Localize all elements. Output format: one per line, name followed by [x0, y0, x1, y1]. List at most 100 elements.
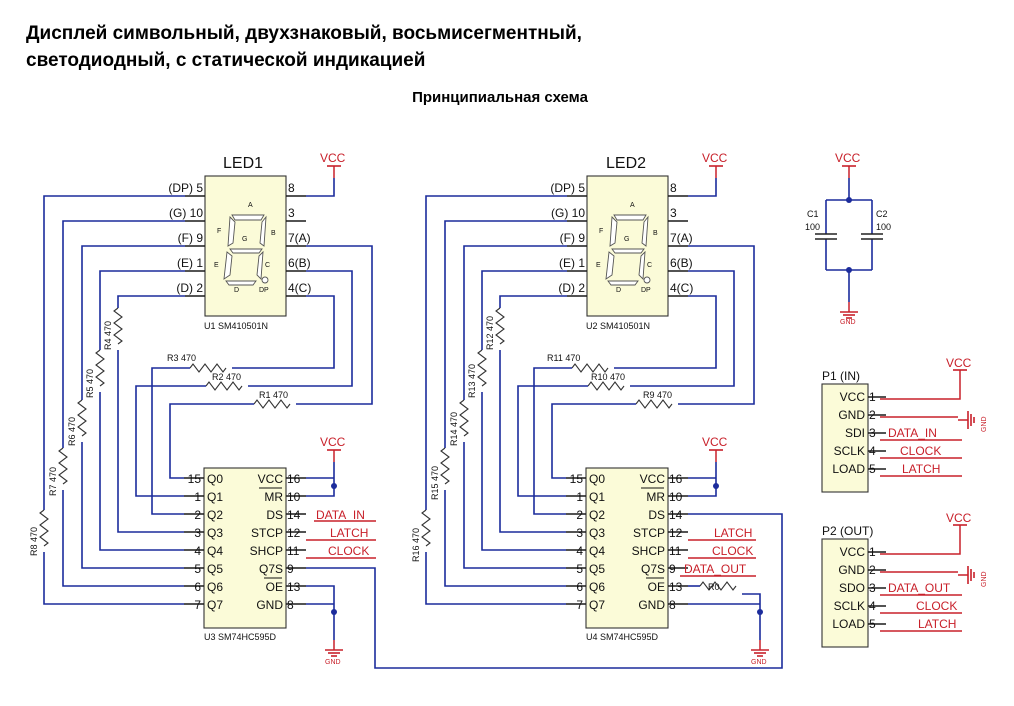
u3-left-pin-numbers: 15 1 2 3 4 5 6 7 — [188, 472, 202, 612]
seven-segment-glyph-1 — [223, 214, 269, 286]
svg-text:Q7S: Q7S — [641, 562, 665, 576]
p1-gnd-label: GND — [981, 416, 988, 432]
seg-a-1: A — [248, 202, 253, 209]
c2-label: C2 — [876, 209, 888, 219]
svg-text:Q5: Q5 — [207, 562, 223, 576]
seg-d-2: D — [616, 287, 621, 294]
p1-label: P1 (IN) — [822, 369, 860, 383]
led1-pin-e: (E) 1 — [177, 256, 203, 270]
r15-label: R15 470 — [430, 466, 440, 500]
svg-text:Q0: Q0 — [207, 472, 223, 486]
svg-text:1: 1 — [869, 390, 876, 404]
seg-e-1: E — [214, 262, 219, 269]
svg-text:Q3: Q3 — [207, 526, 223, 540]
svg-text:3: 3 — [869, 426, 876, 440]
seg-g-2: G — [624, 236, 629, 243]
svg-text:VCC: VCC — [258, 472, 284, 486]
svg-text:15: 15 — [188, 472, 202, 486]
u4-right-pin-numbers: 16 10 14 12 11 9 13 8 — [669, 472, 683, 612]
svg-text:MR: MR — [264, 490, 283, 504]
junction-dot — [713, 483, 719, 489]
seg-a-2: A — [630, 202, 635, 209]
svg-text:LOAD: LOAD — [832, 617, 865, 631]
seg-g-1: G — [242, 236, 247, 243]
led2-pin-e: (E) 1 — [559, 256, 585, 270]
r7-label: R7 470 — [48, 467, 58, 496]
svg-text:Q1: Q1 — [589, 490, 605, 504]
svg-text:Q3: Q3 — [589, 526, 605, 540]
c1-value: 100 — [805, 222, 820, 232]
junction-dot — [331, 609, 337, 615]
svg-text:5: 5 — [194, 562, 201, 576]
svg-text:14: 14 — [669, 508, 683, 522]
p2-net-clock: CLOCK — [916, 599, 957, 613]
u3-part: U3 SM74HC595D — [204, 632, 277, 642]
seven-segment-glyph-2 — [605, 214, 651, 286]
seg-e-2: E — [596, 262, 601, 269]
svg-text:LOAD: LOAD — [832, 462, 865, 476]
svg-text:12: 12 — [669, 526, 683, 540]
svg-text:STCP: STCP — [633, 526, 665, 540]
svg-text:Q6: Q6 — [207, 580, 223, 594]
svg-text:3: 3 — [194, 526, 201, 540]
p1-net-data-in: DATA_IN — [888, 426, 937, 440]
r2-label: R2 470 — [212, 372, 241, 382]
svg-text:4: 4 — [869, 444, 876, 458]
u4-part: U4 SM74HC595D — [586, 632, 659, 642]
led1-pin-dp: (DP) 5 — [168, 181, 203, 195]
led2-vcc-label: VCC — [702, 151, 728, 165]
led2-label: LED2 — [606, 155, 646, 172]
svg-text:7: 7 — [194, 598, 201, 612]
svg-text:4: 4 — [869, 599, 876, 613]
svg-text:8: 8 — [287, 598, 294, 612]
svg-text:SCLK: SCLK — [834, 444, 865, 458]
led1-pin-g: (G) 10 — [169, 206, 203, 220]
p2-body — [821, 538, 869, 648]
u4-vcc-label: VCC — [702, 435, 728, 449]
led1-label: LED1 — [223, 155, 263, 172]
svg-text:SDI: SDI — [845, 426, 865, 440]
svg-text:Q4: Q4 — [207, 544, 223, 558]
r11-label: R11 470 — [547, 353, 580, 363]
svg-text:4: 4 — [194, 544, 201, 558]
svg-text:GND: GND — [256, 598, 283, 612]
svg-text:Q4: Q4 — [589, 544, 605, 558]
led1-vcc-label: VCC — [320, 151, 346, 165]
svg-text:2: 2 — [869, 408, 876, 422]
svg-text:1: 1 — [194, 490, 201, 504]
svg-text:Q5: Q5 — [589, 562, 605, 576]
svg-text:12: 12 — [287, 526, 301, 540]
seg-f-1: F — [217, 228, 221, 235]
u4-gnd-label: GND — [751, 659, 767, 666]
svg-text:VCC: VCC — [840, 390, 866, 404]
svg-text:15: 15 — [570, 472, 584, 486]
led1-pin-d: (D) 2 — [176, 281, 203, 295]
led2-pin-f: (F) 9 — [560, 231, 586, 245]
led2-body — [586, 175, 669, 317]
svg-text:VCC: VCC — [640, 472, 666, 486]
seg-dp-1: DP — [259, 287, 269, 294]
seg-c-1: C — [265, 262, 270, 269]
svg-text:8: 8 — [669, 598, 676, 612]
svg-text:9: 9 — [287, 562, 294, 576]
svg-text:16: 16 — [287, 472, 301, 486]
svg-text:GND: GND — [838, 563, 865, 577]
u3-net-clock: CLOCK — [328, 544, 369, 558]
svg-text:GND: GND — [838, 408, 865, 422]
svg-text:SDO: SDO — [839, 581, 865, 595]
p2-net-latch: LATCH — [918, 617, 956, 631]
c2-value: 100 — [876, 222, 891, 232]
svg-text:Q0: Q0 — [589, 472, 605, 486]
caps-vcc-label: VCC — [835, 151, 861, 165]
r13-label: R13 470 — [467, 364, 477, 398]
svg-text:SHCP: SHCP — [250, 544, 283, 558]
led1-part: U1 SM410501N — [204, 321, 268, 331]
junction-dot — [331, 483, 337, 489]
seg-b-1: B — [271, 230, 276, 237]
r0-label: R0 — [708, 582, 720, 592]
u3-right-pin-numbers: 16 10 14 12 11 9 13 8 — [287, 472, 301, 612]
svg-text:OE: OE — [266, 580, 283, 594]
svg-text:SCLK: SCLK — [834, 599, 865, 613]
led1-pin-8: 8 — [288, 181, 295, 195]
